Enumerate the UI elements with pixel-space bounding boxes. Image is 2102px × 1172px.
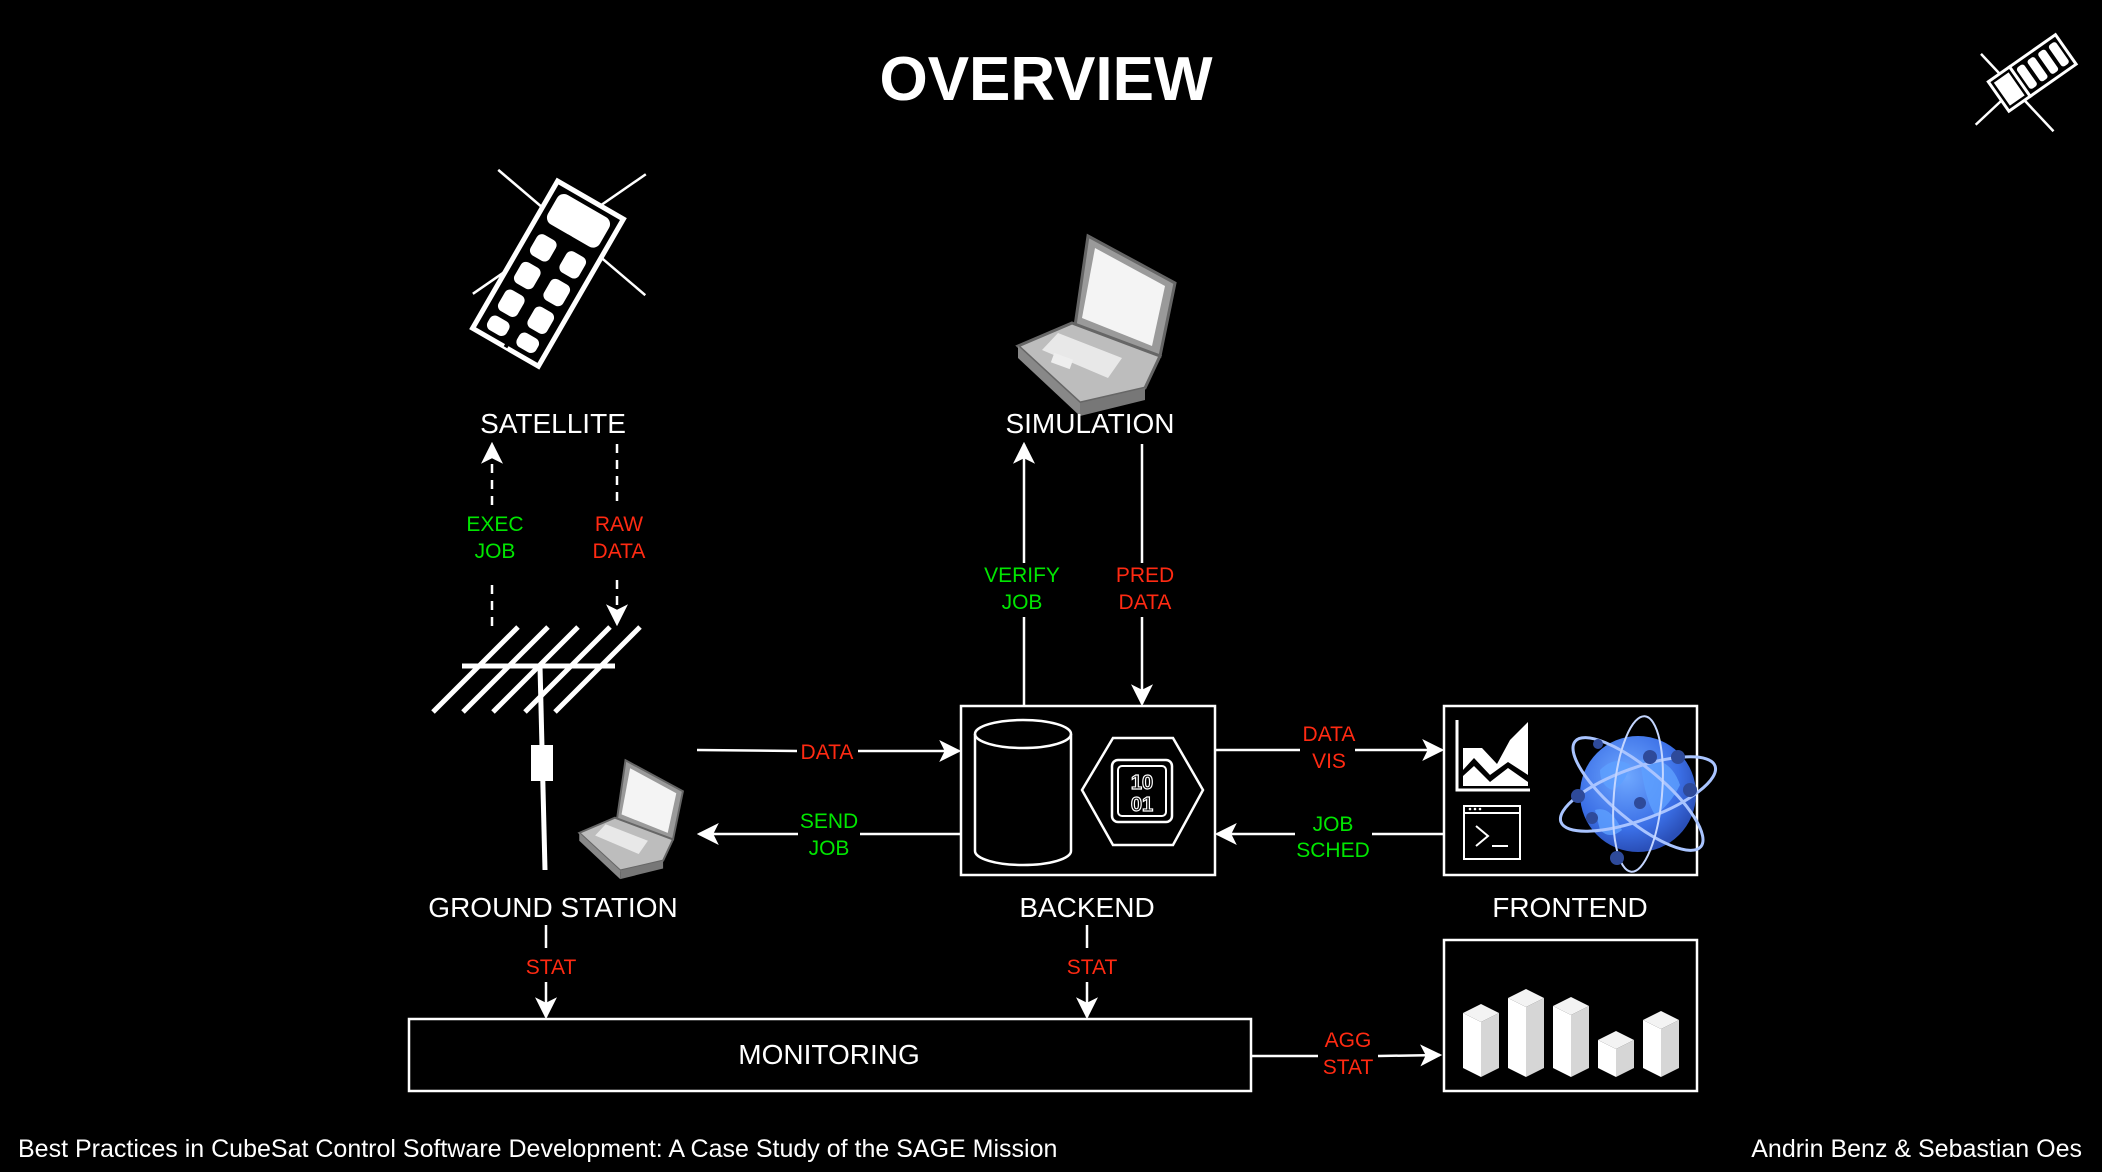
simulation-node[interactable]: SIMULATION — [1005, 233, 1177, 439]
stats-dashboard-box — [1442, 938, 1699, 1093]
raw-data-label-2: DATA — [593, 540, 646, 563]
verify-job-label-2: JOB — [1002, 591, 1043, 614]
agg-stat-label-2: STAT — [1323, 1056, 1374, 1079]
backend-node[interactable]: 10 01 BACKEND — [959, 704, 1217, 923]
laptop-icon — [1015, 233, 1177, 416]
frontend-box — [1442, 704, 1699, 877]
laptop-icon — [577, 758, 685, 880]
pred-data-label-1: PRED — [1116, 564, 1174, 587]
cubesat-icon — [469, 168, 647, 370]
footer-authors: Andrin Benz & Sebastian Oes — [1751, 1135, 2082, 1163]
pred-data-edge: PRED DATA — [1116, 444, 1174, 707]
send-job-edge: SEND JOB — [696, 810, 961, 860]
globe-network-icon — [1558, 715, 1718, 873]
footer-paper-title: Best Practices in CubeSat Control Softwa… — [18, 1135, 1057, 1163]
bar-block — [1508, 989, 1544, 1077]
database-icon — [973, 718, 1073, 867]
agg-stat-label-1: AGG — [1325, 1029, 1372, 1052]
simulation-label: SIMULATION — [1005, 408, 1174, 439]
bar-block — [1553, 997, 1589, 1077]
satellite-node[interactable]: SATELLITE — [423, 109, 698, 439]
exec-job-label-1: EXEC — [466, 513, 523, 536]
bar-block — [1463, 1004, 1499, 1077]
data-vis-label-1: DATA — [1303, 723, 1356, 746]
raw-data-label-1: RAW — [595, 513, 643, 536]
terminal-icon — [1463, 805, 1521, 860]
bar-blocks-icon — [1463, 989, 1679, 1077]
stats-dashboard-node[interactable] — [1442, 938, 1699, 1093]
cubesat-logo-icon — [1974, 32, 2079, 133]
data-vis-edge: DATA VIS — [1215, 723, 1445, 773]
stat-ground-station-edge: STAT — [526, 925, 577, 1020]
job-sched-label-1: JOB — [1313, 813, 1354, 836]
monitoring-label: MONITORING — [738, 1039, 919, 1070]
exec-job-label-2: JOB — [475, 540, 516, 563]
pred-data-label-2: DATA — [1119, 591, 1172, 614]
data-edge: DATA — [696, 740, 962, 764]
ground-station-node[interactable]: GROUND STATION — [428, 625, 685, 923]
exec-job-edge: EXEC JOB — [466, 441, 524, 626]
data-label: DATA — [801, 741, 854, 764]
bar-block — [1598, 1031, 1634, 1077]
job-sched-label-2: SCHED — [1296, 839, 1370, 862]
bar-block — [1643, 1011, 1679, 1077]
ground-station-label: GROUND STATION — [428, 892, 677, 923]
satellite-label: SATELLITE — [480, 408, 626, 439]
raw-data-edge: RAW DATA — [593, 444, 646, 627]
binary-text-2: 01 — [1131, 794, 1153, 816]
send-job-label-2: JOB — [809, 837, 850, 860]
data-vis-label-2: VIS — [1312, 750, 1346, 773]
stat-be-label: STAT — [1067, 956, 1118, 979]
frontend-label: FRONTEND — [1492, 892, 1648, 923]
send-job-label-1: SEND — [800, 810, 858, 833]
backend-label: BACKEND — [1019, 892, 1154, 923]
frontend-node[interactable]: FRONTEND — [1442, 704, 1724, 923]
binary-file-icon: 10 01 — [1080, 736, 1205, 847]
page-title: OVERVIEW — [879, 45, 1213, 114]
stat-backend-edge: STAT — [1067, 925, 1118, 1020]
area-chart-icon — [1455, 720, 1530, 792]
binary-text-1: 10 — [1131, 772, 1153, 794]
yagi-antenna-icon — [431, 625, 642, 871]
agg-stat-edge: AGG STAT — [1251, 1029, 1443, 1079]
verify-job-edge: VERIFY JOB — [984, 441, 1060, 706]
backend-box — [959, 704, 1217, 877]
verify-job-label-1: VERIFY — [984, 564, 1060, 587]
monitoring-node[interactable]: MONITORING — [407, 1017, 1253, 1093]
stat-gs-label: STAT — [526, 956, 577, 979]
job-sched-edge: JOB SCHED — [1214, 813, 1444, 862]
